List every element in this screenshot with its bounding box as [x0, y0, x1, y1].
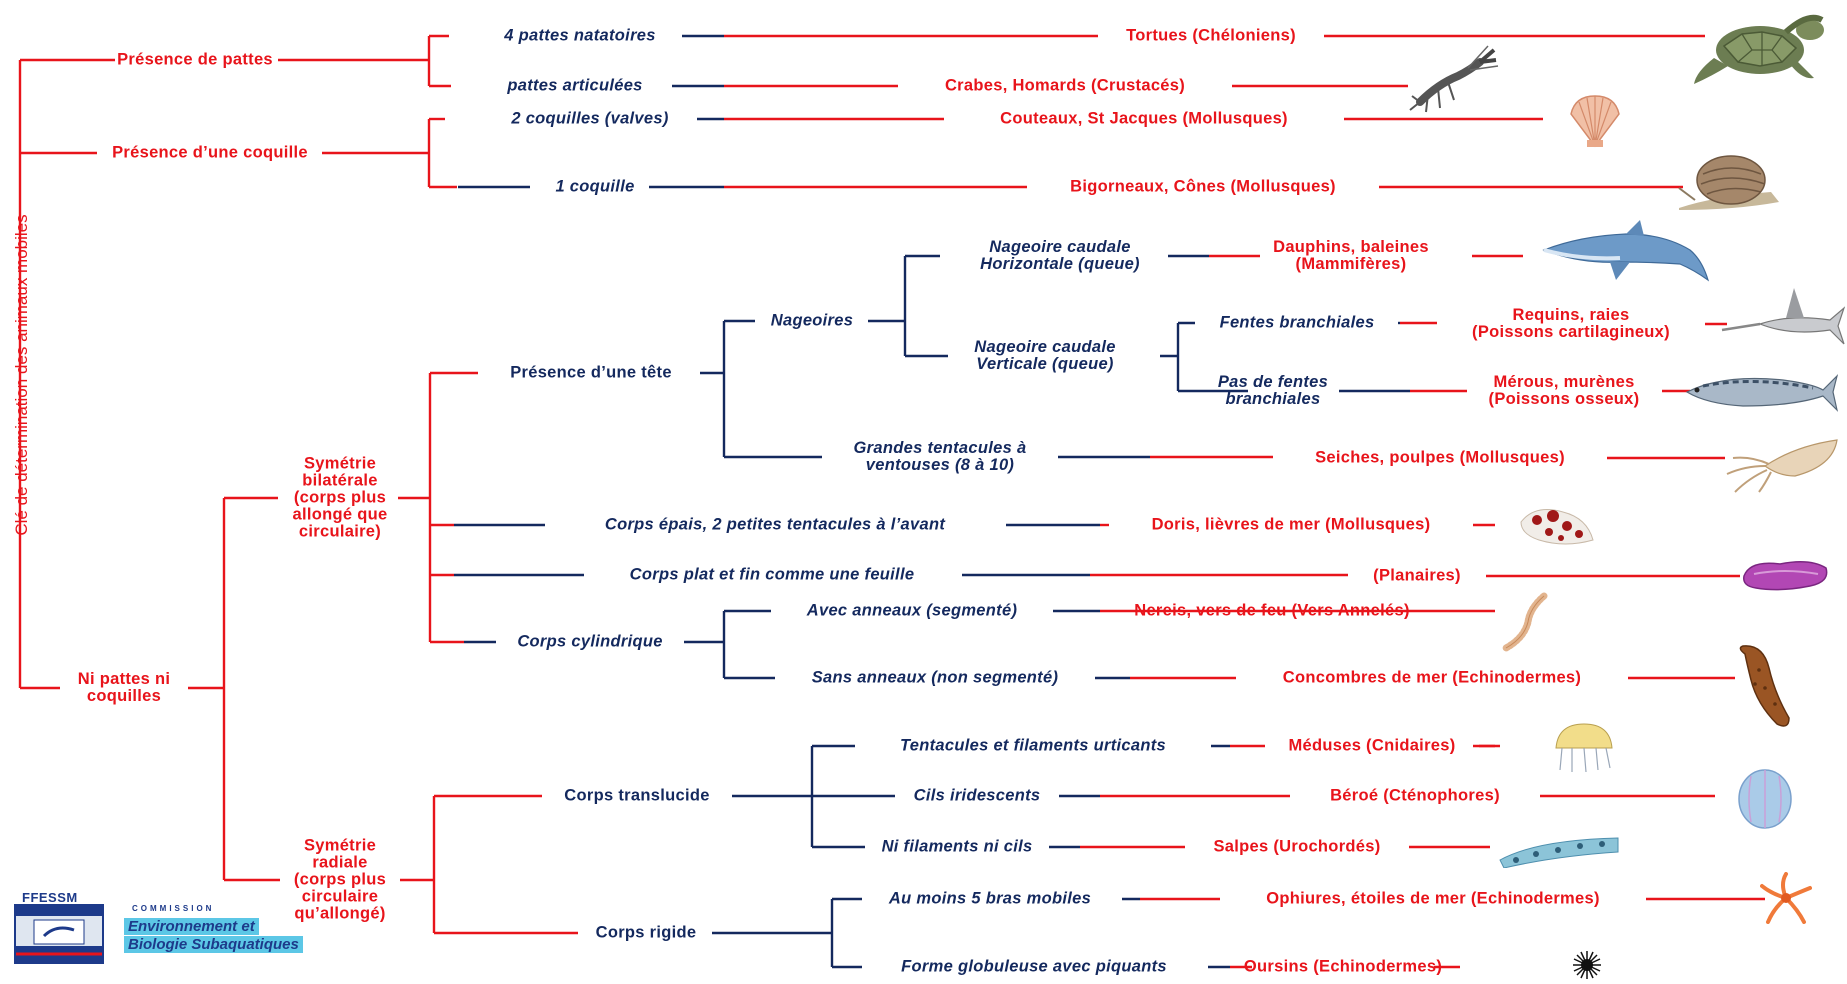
sea-cucumber-illustration	[1739, 645, 1790, 727]
node-line: Symétrie	[303, 454, 377, 473]
result-urochordates: Salpes (Urochordés)	[1213, 837, 1381, 856]
node-line: ventouses (8 à 10)	[865, 456, 1015, 474]
result-bony-fish: Mérous, murènes(Poissons osseux)	[1489, 374, 1640, 408]
node-line: branchiales	[1225, 390, 1321, 408]
criterion-head: Présence d’une tête	[510, 363, 672, 382]
criterion-gill-slits: Fentes branchiales	[1219, 313, 1375, 332]
node-line: circulaire)	[298, 522, 382, 541]
node-line: Verticale (queue)	[976, 355, 1114, 373]
criterion-stinging-tentacles: Tentacules et filaments urticants	[899, 736, 1167, 755]
result-flatworms: (Planaires)	[1373, 566, 1461, 585]
criterion-rigid-body: Corps rigide	[595, 923, 697, 942]
criterion-translucent-body: Corps translucide	[564, 786, 710, 805]
result-line: (Mammifères)	[1295, 255, 1407, 273]
node-line: radiale	[312, 853, 368, 872]
lobster-illustration	[1409, 45, 1499, 113]
result-line: (Poissons cartilagineux)	[1472, 323, 1670, 341]
criterion-thick-body: Corps épais, 2 petites tentacules à l’av…	[604, 515, 946, 534]
criterion-segmented: Avec anneaux (segmenté)	[806, 601, 1018, 620]
node-line: bilatérale	[302, 471, 378, 490]
fish-illustration	[1685, 374, 1838, 412]
turtle-illustration	[1694, 14, 1824, 84]
node-line: Symétrie	[303, 836, 377, 855]
node-shell: Présence d’une coquille	[112, 143, 308, 162]
criterion-jointed-legs: pattes articulées	[507, 76, 643, 95]
jellyfish-illustration	[1555, 723, 1613, 773]
criterion-swimming-legs: 4 pattes natatoires	[504, 26, 656, 45]
criterion-not-segmented: Sans anneaux (non segmenté)	[811, 668, 1059, 687]
result-line: Dauphins, baleines	[1273, 238, 1429, 256]
node-line: coquilles	[86, 687, 162, 705]
annelid-illustration	[1502, 592, 1548, 652]
comb-jelly-illustration	[1738, 769, 1792, 829]
criterion-iridescent-cilia: Cils iridescents	[913, 786, 1041, 805]
result-cartilaginous-fish: Requins, raies(Poissons cartilagineux)	[1472, 307, 1670, 341]
criterion-flat-body: Corps plat et fin comme une feuille	[629, 565, 915, 584]
logo-emblem	[14, 904, 104, 964]
swordfish-illustration	[1721, 288, 1845, 345]
logo-commission: COMMISSION	[132, 904, 215, 913]
result-turtles: Tortues (Chéloniens)	[1126, 26, 1296, 45]
node-line: allongé que	[292, 505, 388, 524]
node-line: Pas de fentes	[1217, 373, 1329, 391]
logo-diver-icon	[16, 906, 102, 962]
snail-illustration	[1678, 155, 1779, 210]
result-cephalopods: Seiches, poulpes (Mollusques)	[1315, 448, 1565, 467]
criterion-five-arms: Au moins 5 bras mobiles	[888, 889, 1092, 908]
node-line: Nageoire caudale	[974, 338, 1116, 356]
criterion-one-shell: 1 coquille	[555, 177, 635, 196]
squid-illustration	[1726, 439, 1838, 493]
result-line: (Poissons osseux)	[1488, 390, 1640, 408]
criterion-two-shells: 2 coquilles (valves)	[511, 109, 669, 128]
brittle-star-illustration	[1760, 872, 1812, 924]
result-sea-slugs: Doris, lièvres de mer (Mollusques)	[1151, 515, 1431, 534]
result-cnidarians: Méduses (Cnidaires)	[1288, 736, 1456, 755]
result-bivalves: Couteaux, St Jacques (Mollusques)	[1000, 109, 1288, 128]
result-starfish: Ophiures, étoiles de mer (Echinodermes)	[1266, 889, 1600, 908]
result-sea-cucumbers: Concombres de mer (Echinodermes)	[1282, 668, 1582, 687]
result-line: Requins, raies	[1512, 306, 1630, 324]
criterion-fins: Nageoires	[770, 311, 854, 330]
node-line: (corps plus	[293, 488, 387, 507]
diagram-title: Clé de détermination des animaux mobiles	[12, 214, 31, 536]
flatworm-illustration	[1743, 561, 1828, 591]
sea-slug-illustration	[1520, 509, 1594, 545]
logo-environment: Environnement et	[124, 918, 259, 935]
criterion-no-filaments: Ni filaments ni cils	[881, 837, 1033, 856]
result-urchins: Oursins (Echinodermes)	[1243, 957, 1443, 976]
result-annelids: Nereis, vers de feu (Vers Annelés)	[1134, 601, 1410, 620]
node-line: Nageoire caudale	[989, 238, 1131, 256]
scallop-illustration	[1570, 95, 1620, 148]
node-legs: Présence de pattes	[117, 50, 273, 69]
result-mammals: Dauphins, baleines(Mammifères)	[1273, 239, 1429, 273]
criterion-globular-spines: Forme globuleuse avec piquants	[901, 957, 1167, 976]
result-gastropods: Bigorneaux, Cônes (Mollusques)	[1070, 177, 1336, 196]
result-line: Mérous, murènes	[1493, 373, 1635, 391]
result-ctenophores: Béroé (Cténophores)	[1330, 786, 1500, 805]
dolphin-illustration	[1542, 220, 1710, 282]
node-line: (corps plus	[293, 870, 387, 889]
node-line: Grandes tentacules à	[853, 439, 1027, 457]
criterion-cylindrical-body: Corps cylindrique	[517, 632, 663, 651]
node-line: Horizontale (queue)	[980, 255, 1140, 273]
result-crustaceans: Crabes, Homards (Crustacés)	[944, 76, 1186, 95]
ffessm-logo: FFESSM COMMISSION Environnement et Biolo…	[14, 890, 344, 970]
node-line: circulaire	[301, 887, 379, 906]
salp-illustration	[1499, 837, 1619, 868]
sea-urchin-illustration	[1573, 951, 1601, 979]
logo-org: FFESSM	[22, 890, 78, 905]
node-line: Ni pattes ni	[77, 670, 171, 688]
node-line: qu’allongé)	[294, 904, 386, 923]
logo-biology: Biologie Subaquatiques	[124, 936, 303, 953]
